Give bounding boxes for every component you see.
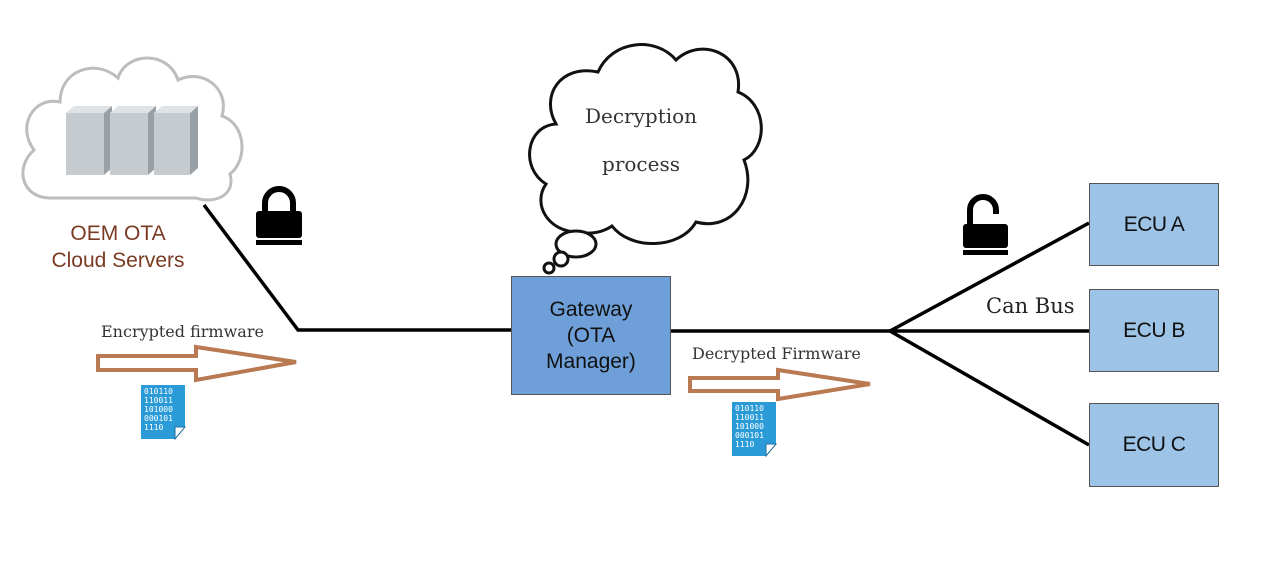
encrypted-label: Encrypted firmware <box>101 322 264 341</box>
binary-line-3: 101000 <box>144 405 173 414</box>
binary-line-5: 1110 <box>735 440 754 449</box>
decrypted-label: Decrypted Firmware <box>692 344 861 363</box>
gateway-line3: Manager) <box>546 349 636 373</box>
can-bus-line-c <box>889 329 1090 447</box>
binary-line-4: 000101 <box>144 414 173 423</box>
decrypted-arrow <box>688 367 871 402</box>
gateway-box: Gateway (OTA Manager) <box>511 276 671 395</box>
binary-line-4: 000101 <box>735 431 764 440</box>
padlock-unlocked-icon <box>963 194 1008 255</box>
thought-line2: process <box>602 152 680 176</box>
binary-file-icon: 010110 110011 101000 000101 1110 <box>141 385 187 441</box>
can-bus-line-a <box>889 221 1090 333</box>
binary-line-3: 101000 <box>735 422 764 431</box>
binary-line-5: 1110 <box>144 423 163 432</box>
ecu-c-box: ECU C <box>1089 403 1219 487</box>
gateway-line1: Gateway <box>549 297 633 321</box>
binary-line-1: 010110 <box>735 404 764 413</box>
cloud-label: OEM OTA Cloud Servers <box>30 220 206 274</box>
ecu-c-label: ECU C <box>1122 433 1186 456</box>
gateway-line2: (OTA <box>566 323 616 347</box>
cloud-label-line1: OEM OTA <box>70 222 166 245</box>
encrypted-arrow <box>96 344 297 383</box>
cloud-to-gateway-line <box>202 203 513 332</box>
server-rack-icon <box>66 106 198 175</box>
ecu-b-label: ECU B <box>1123 318 1185 342</box>
padlock-locked-icon <box>256 186 302 245</box>
thought-bubble-icon <box>528 43 763 275</box>
can-bus-label: Can Bus <box>986 294 1075 318</box>
cloud-label-line2: Cloud Servers <box>51 249 185 272</box>
binary-line-2: 110011 <box>735 413 764 422</box>
thought-text: Decryption process <box>566 92 716 188</box>
ecu-b-box: ECU B <box>1089 289 1219 372</box>
binary-line-1: 010110 <box>144 387 173 396</box>
connection-lines <box>202 203 1090 447</box>
thought-line1: Decryption <box>584 104 698 128</box>
ecu-a-label: ECU A <box>1123 212 1185 236</box>
binary-line-2: 110011 <box>144 396 173 405</box>
cloud-icon <box>21 56 244 202</box>
ecu-a-box: ECU A <box>1089 183 1219 266</box>
binary-file-icon: 010110 110011 101000 000101 1110 <box>732 402 778 458</box>
